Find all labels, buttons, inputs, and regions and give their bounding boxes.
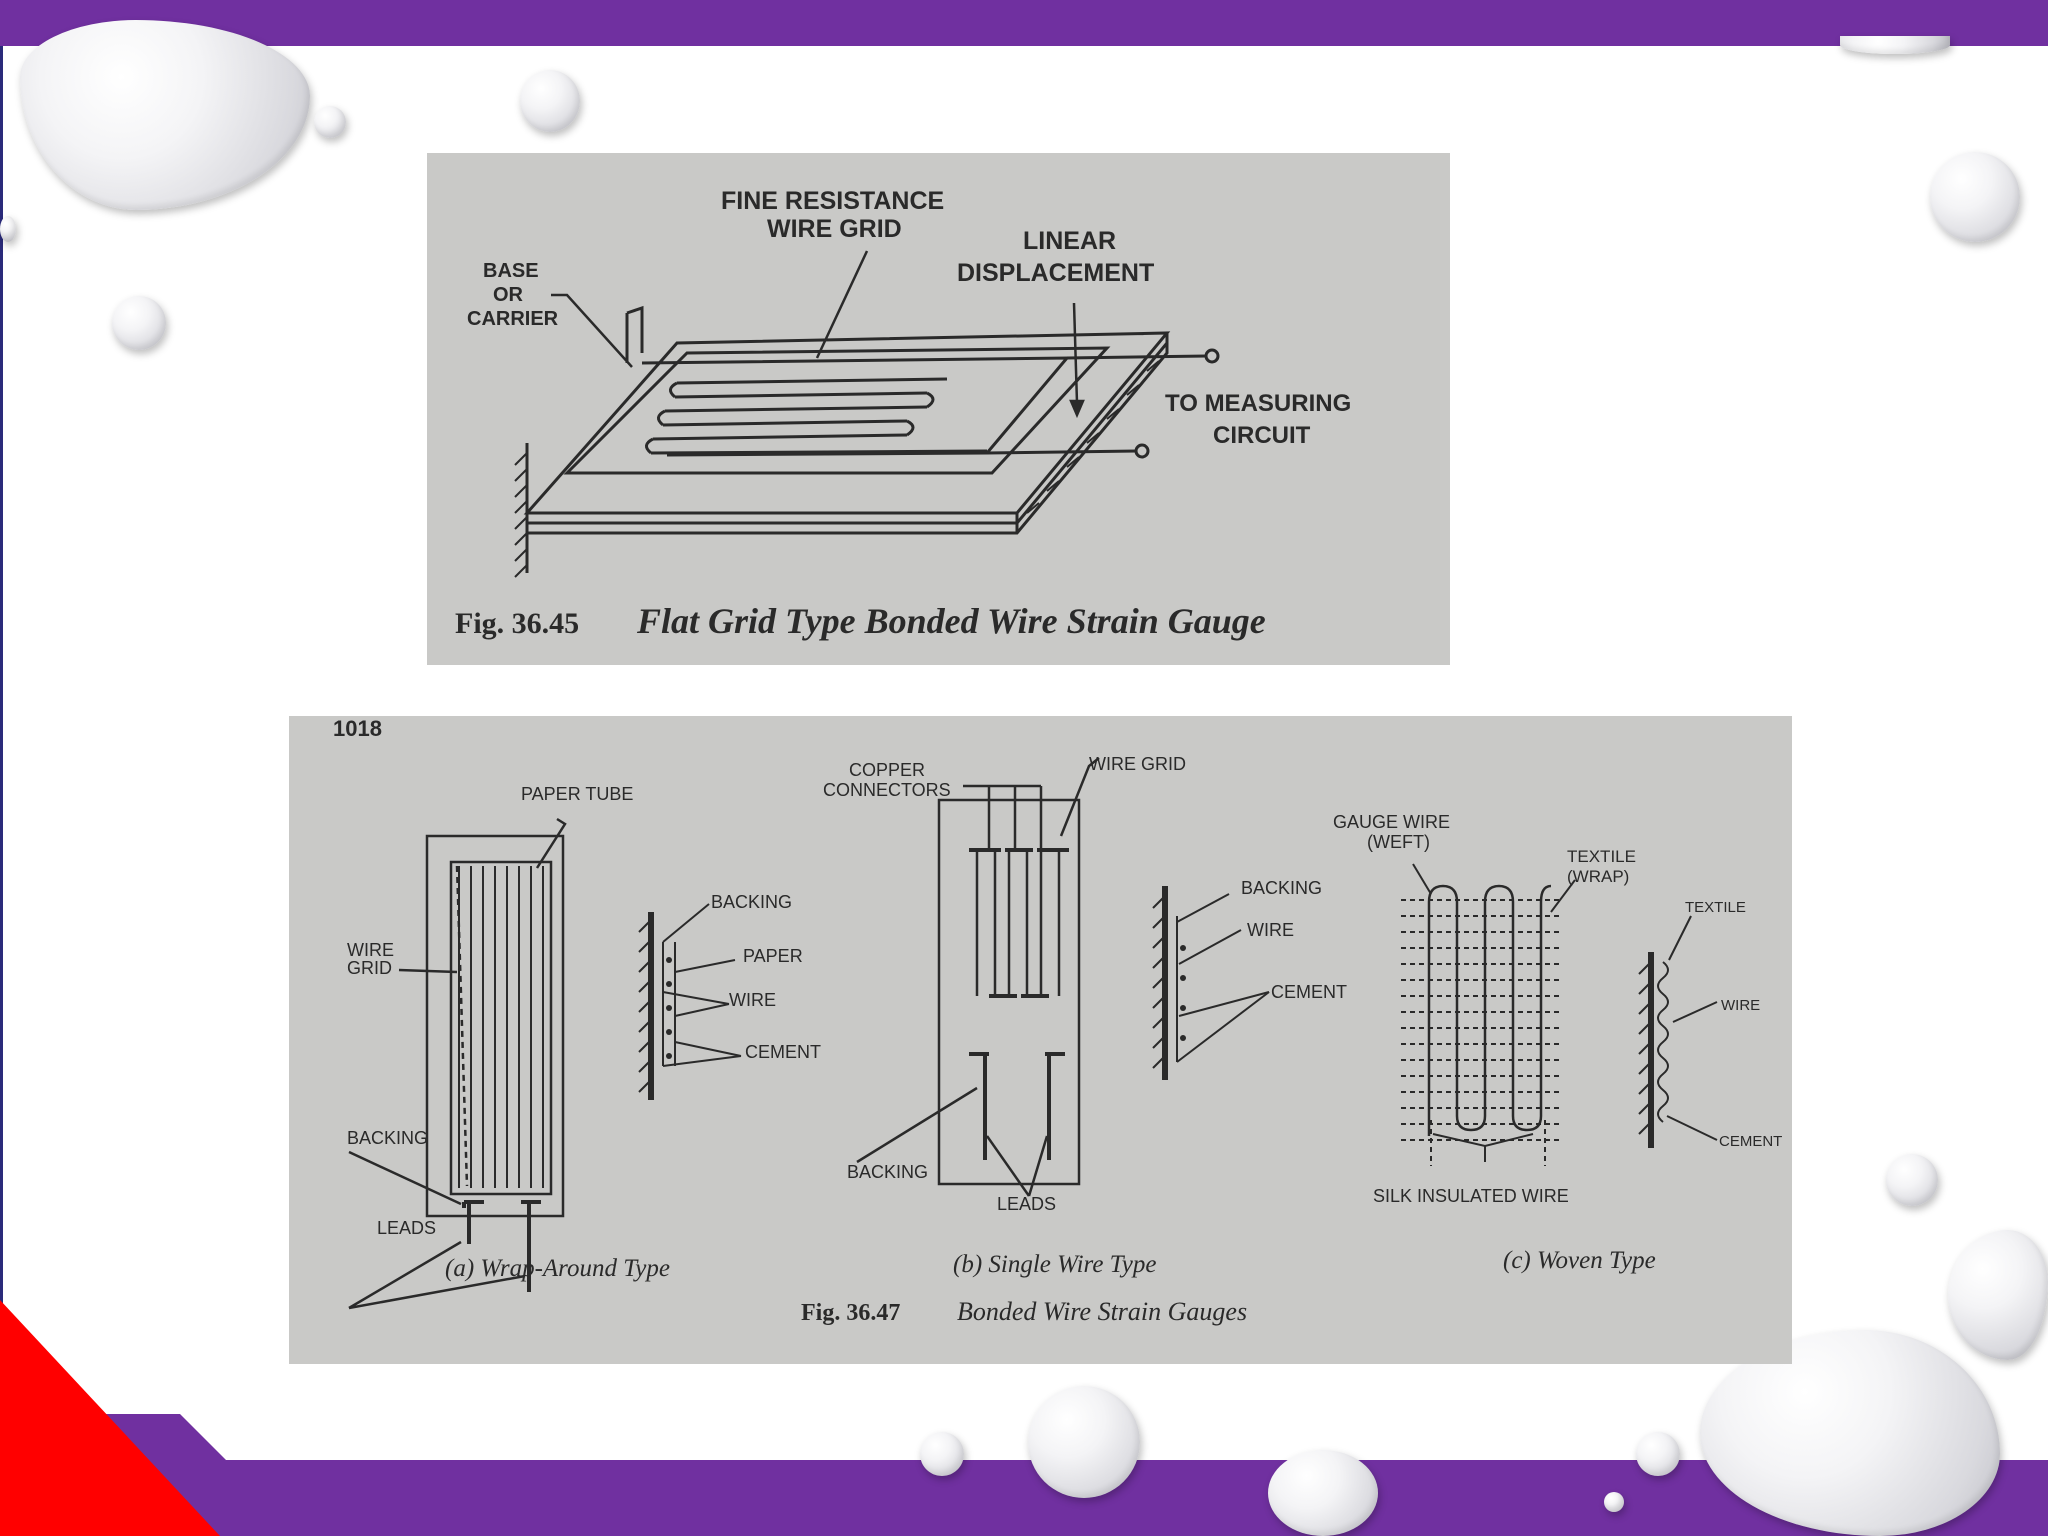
left-edge-line xyxy=(0,46,3,1446)
wrap-around-side-view xyxy=(638,903,742,1100)
water-drop-decoration xyxy=(1700,1330,2000,1536)
water-drop-decoration xyxy=(1886,1154,1938,1206)
label-side-paper: PAPER xyxy=(743,946,803,966)
wrap-around-side-dots xyxy=(666,957,672,1059)
label-base: BASE xyxy=(483,260,539,282)
bonded-gauges-diagram: 1018 xyxy=(333,716,1782,1326)
caption-woven: (c) Woven Type xyxy=(1503,1247,1656,1274)
label-gauge-wire: GAUGE WIRE xyxy=(1333,812,1450,832)
label-wire: WIRE xyxy=(347,940,394,960)
measuring-leads xyxy=(986,348,1220,459)
label-side-cement: CEMENT xyxy=(745,1042,821,1062)
water-drop-decoration xyxy=(1028,1386,1140,1498)
woven-gauge xyxy=(1401,863,1576,1166)
water-drop-decoration xyxy=(112,296,166,350)
label-circuit: CIRCUIT xyxy=(1213,422,1311,449)
label-grid: GRID xyxy=(347,958,392,978)
label-side-cement: CEMENT xyxy=(1719,1133,1782,1150)
label-fine-resistance: FINE RESISTANCE xyxy=(721,187,944,215)
woven-textile-lines xyxy=(1401,899,1561,1166)
label-silk-insulated-wire: SILK INSULATED WIRE xyxy=(1373,1186,1569,1206)
label-paper-tube: PAPER TUBE xyxy=(521,784,633,804)
water-drop-decoration xyxy=(1948,1230,2048,1360)
label-leads: LEADS xyxy=(997,1194,1056,1214)
label-textile: TEXTILE xyxy=(1567,847,1636,866)
water-drop-decoration xyxy=(1268,1450,1378,1536)
water-drop-decoration xyxy=(920,1432,964,1476)
label-carrier: CARRIER xyxy=(467,308,559,330)
label-side-cement: CEMENT xyxy=(1271,982,1347,1002)
water-drop-decoration xyxy=(20,20,310,210)
water-drop-decoration xyxy=(1636,1432,1680,1476)
label-side-textile: TEXTILE xyxy=(1685,899,1746,916)
caption-fig-number: Fig. 36.45 xyxy=(455,607,579,640)
caption-single-wire: (b) Single Wire Type xyxy=(953,1251,1156,1278)
single-wire-side-view xyxy=(1152,886,1270,1080)
label-copper: COPPER xyxy=(849,760,925,780)
caption-wrap-around: (a) Wrap-Around Type xyxy=(445,1255,670,1282)
label-wrap: (WRAP) xyxy=(1567,867,1629,886)
flat-grid-diagram: FINE RESISTANCE WIRE GRID BASE OR CARRIE… xyxy=(455,187,1351,641)
label-connectors: CONNECTORS xyxy=(823,780,951,800)
callout-lines xyxy=(551,250,1085,419)
bottom-accent-bar xyxy=(0,1460,2048,1536)
label-displacement: DISPLACEMENT xyxy=(957,259,1154,287)
label-side-wire: WIRE xyxy=(729,990,776,1010)
wall-hatching xyxy=(514,452,528,578)
single-wire-side-dots xyxy=(1180,945,1186,1041)
label-or: OR xyxy=(493,284,524,306)
woven-side-view xyxy=(1638,915,1718,1148)
label-side-wire: WIRE xyxy=(1721,997,1760,1014)
label-wire-grid: WIRE GRID xyxy=(1089,754,1186,774)
label-side-backing: BACKING xyxy=(711,892,792,912)
label-weft: (WEFT) xyxy=(1367,832,1430,852)
top-accent-bar xyxy=(0,0,2048,46)
caption-fig-title: Bonded Wire Strain Gauges xyxy=(957,1297,1247,1326)
water-drop-decoration xyxy=(520,70,580,132)
label-side-backing: BACKING xyxy=(1241,878,1322,898)
label-leads: LEADS xyxy=(377,1218,436,1238)
wrap-around-gauge xyxy=(348,817,567,1310)
single-wire-gauge xyxy=(856,757,1100,1197)
label-wire-grid: WIRE GRID xyxy=(767,215,902,243)
water-drop-decoration xyxy=(314,106,346,138)
figure-flat-grid-strain-gauge: FINE RESISTANCE WIRE GRID BASE OR CARRIE… xyxy=(427,153,1450,665)
label-backing: BACKING xyxy=(347,1128,428,1148)
water-drop-decoration xyxy=(1604,1492,1624,1512)
page-reference: 1018 xyxy=(333,716,382,741)
label-backing: BACKING xyxy=(847,1162,928,1182)
caption-fig-number: Fig. 36.47 xyxy=(801,1300,900,1326)
caption-fig-title: Flat Grid Type Bonded Wire Strain Gauge xyxy=(636,601,1266,641)
figure-bonded-wire-strain-gauges: 1018 xyxy=(289,716,1792,1364)
label-to-measuring: TO MEASURING xyxy=(1165,390,1351,417)
plate-edge-hatch xyxy=(1026,360,1160,514)
red-corner-triangle xyxy=(0,1300,220,1536)
fine-wire-grid xyxy=(641,356,1071,457)
water-drop-decoration xyxy=(0,216,16,242)
label-side-wire: WIRE xyxy=(1247,920,1294,940)
base-carrier-plate xyxy=(523,331,1171,535)
wire-grid-carrier xyxy=(563,305,1111,475)
water-drop-decoration xyxy=(1930,152,2020,242)
label-linear: LINEAR xyxy=(1023,227,1116,255)
water-drop-decoration xyxy=(1840,36,1950,54)
